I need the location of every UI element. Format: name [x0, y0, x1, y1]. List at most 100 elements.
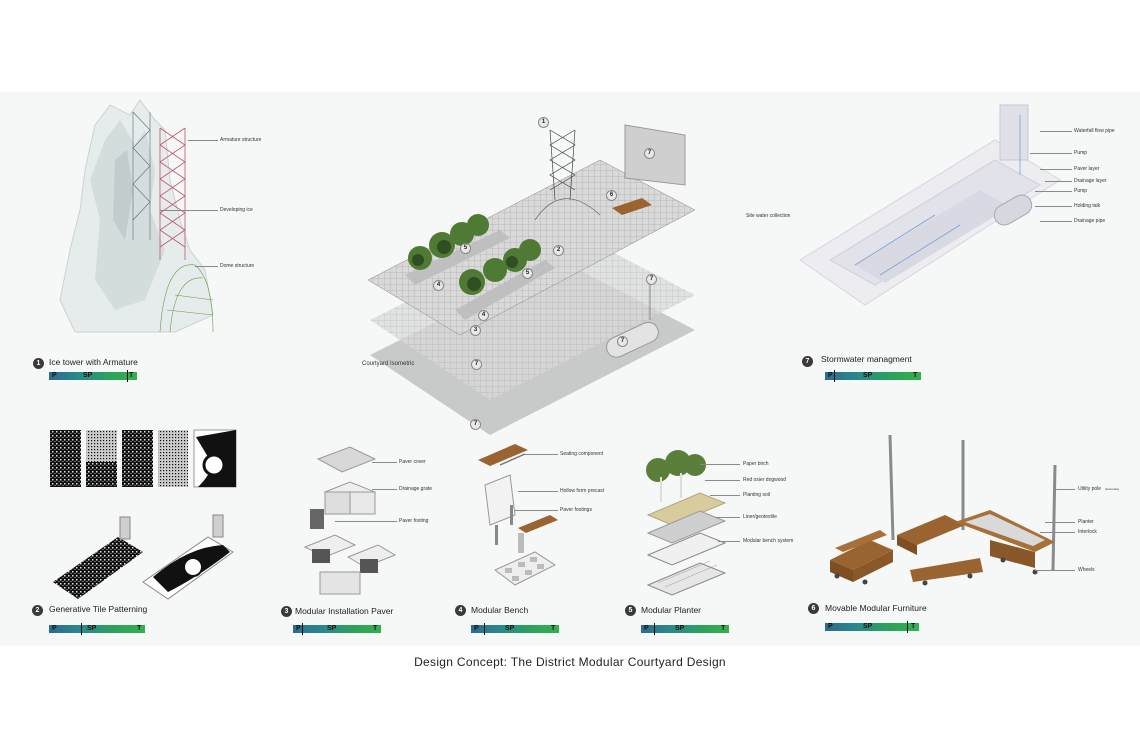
scale-sp: SP — [863, 372, 873, 379]
scale-t: T — [551, 625, 556, 632]
scale-marker — [907, 621, 908, 633]
leader-line — [188, 140, 218, 141]
phase-scale-bar: P SP T — [49, 370, 137, 382]
leader-line — [160, 210, 218, 211]
phase-scale-bar: P SP T — [641, 623, 729, 635]
paver-label: Paver cover — [399, 459, 426, 465]
leader-line — [1040, 221, 1072, 222]
leader-line — [1040, 532, 1075, 533]
ice-tower-illustration — [59, 99, 214, 333]
bench-illustration — [478, 444, 558, 586]
courtyard-tag: 4 — [433, 280, 444, 291]
courtyard-tag: 5 — [522, 268, 533, 279]
leader-line — [335, 521, 397, 522]
stormwater-illustration — [799, 104, 1061, 306]
courtyard-tag: 7 — [470, 419, 481, 430]
planter-label: Planting soil — [743, 492, 770, 498]
courtyard-tag: 7 — [644, 148, 655, 159]
bench-label: Hollow form precast — [560, 488, 605, 494]
courtyard-tag: 5 — [460, 243, 471, 254]
scale-sp: SP — [863, 623, 873, 630]
scale-p: P — [828, 372, 833, 379]
section-number: 6 — [808, 603, 819, 614]
courtyard-tag: 6 — [606, 190, 617, 201]
leader-line — [518, 491, 558, 492]
scale-p: P — [52, 625, 57, 632]
bench-label: Seating component — [560, 451, 604, 457]
scale-p: P — [828, 623, 833, 630]
leader-line — [705, 480, 740, 481]
leader-line — [1040, 169, 1072, 170]
leader-line — [372, 489, 397, 490]
scale-t: T — [911, 623, 916, 630]
scale-p: P — [296, 625, 301, 632]
phase-scale-bar: P SP T — [471, 623, 559, 635]
scale-t: T — [913, 372, 918, 379]
leader-line — [1040, 131, 1072, 132]
scale-t: T — [721, 625, 726, 632]
leader-line — [515, 510, 558, 511]
storm-label: Waterfall flow pipe — [1074, 128, 1115, 134]
storm-label: Drainage pipe — [1074, 218, 1106, 224]
section-title: Movable Modular Furniture — [825, 603, 927, 613]
scale-sp: SP — [87, 625, 97, 632]
courtyard-tag: 1 — [538, 117, 549, 128]
section-number: 7 — [802, 356, 813, 367]
leader-line — [710, 495, 740, 496]
leader-line — [1045, 522, 1075, 523]
courtyard-isometric — [367, 124, 696, 435]
scale-sp: SP — [675, 625, 685, 632]
scale-p: P — [474, 625, 479, 632]
section-number: 3 — [281, 606, 292, 617]
leader-line — [1035, 206, 1072, 207]
leader-line — [1045, 181, 1072, 182]
scale-p: P — [644, 625, 649, 632]
paver-label: Paver footing — [399, 518, 429, 524]
phase-scale-bar: P SP T — [825, 621, 919, 633]
storm-label: Pump — [1074, 188, 1088, 194]
planter-label: Red osier dogwood — [743, 477, 787, 483]
leader-line — [715, 517, 740, 518]
section-title: Modular Installation Paver — [295, 606, 394, 616]
leader-line — [1035, 191, 1072, 192]
label-dome: Dome structure — [220, 263, 255, 269]
courtyard-tag: 7 — [646, 274, 657, 285]
storm-label: Paver layer — [1074, 166, 1100, 172]
leader-line — [700, 464, 740, 465]
furniture-label: Utility pole — [1078, 486, 1102, 492]
furniture-label: Wheels — [1078, 567, 1095, 573]
scale-t: T — [373, 625, 378, 632]
scale-marker — [654, 623, 655, 635]
section-title: Ice tower with Armature — [49, 357, 138, 367]
courtyard-label: Courtyard Isometric — [362, 361, 415, 367]
paver-illustration — [303, 446, 397, 595]
furniture-label: Interlock — [1078, 529, 1097, 535]
scale-marker — [81, 623, 82, 635]
phase-scale-bar: P SP T — [49, 623, 145, 635]
leader-line — [372, 462, 397, 463]
section-title: Modular Planter — [641, 605, 702, 615]
section-number: 5 — [625, 605, 636, 616]
leader-line — [1030, 153, 1072, 154]
scale-t: T — [137, 625, 142, 632]
section-title: Generative Tile Patterning — [49, 604, 148, 614]
scale-sp: SP — [327, 625, 337, 632]
storm-label: Pump — [1074, 150, 1088, 156]
courtyard-tag: 3 — [470, 325, 481, 336]
section-title: Stormwater managment — [821, 354, 912, 364]
section-number: 1 — [33, 358, 44, 369]
section-number: 2 — [32, 605, 43, 616]
courtyard-tag: 7 — [617, 336, 628, 347]
label-site-water: Site water collection — [746, 213, 791, 219]
scale-marker — [302, 623, 303, 635]
label-developing-ice: Developing ice — [220, 207, 253, 213]
courtyard-tag: 2 — [553, 245, 564, 256]
poster-caption: Design Concept: The District Modular Cou… — [414, 655, 726, 669]
phase-scale-bar: P SP T — [825, 370, 921, 382]
storm-label: Drainage layer — [1074, 178, 1107, 184]
planter-illustration — [646, 450, 727, 596]
furniture-label-small: (lowmode) — [1105, 487, 1120, 491]
scale-sp: SP — [83, 372, 93, 379]
tile-pattern-illustration — [50, 429, 237, 600]
planter-label: Paper birch — [743, 461, 769, 467]
